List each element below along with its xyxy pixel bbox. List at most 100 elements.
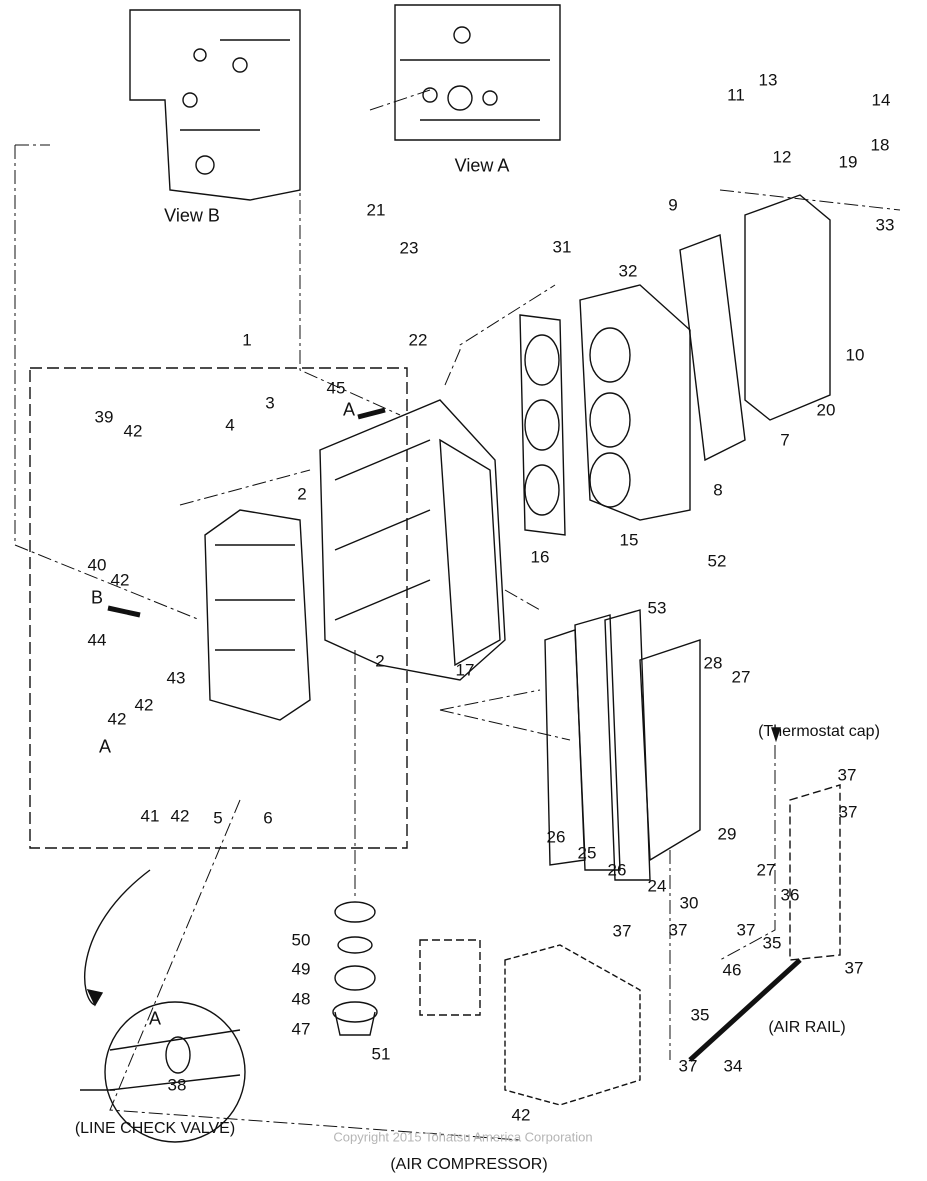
callout: 18 <box>870 135 890 155</box>
callout: 50 <box>291 930 311 950</box>
callout: 41 <box>140 806 160 826</box>
callout: 11 <box>727 85 745 105</box>
callout: 26 <box>607 860 627 880</box>
callout: 4 <box>225 415 235 435</box>
assembly-boundary <box>29 367 408 849</box>
view-b-caption: View B <box>164 205 220 226</box>
callout: 25 <box>577 843 597 863</box>
callout: 40 <box>87 555 107 575</box>
callout: 27 <box>756 860 776 880</box>
callout: 1 <box>242 330 252 350</box>
thermostat-arrow <box>771 727 781 743</box>
callout: 14 <box>871 90 891 110</box>
copyright: Copyright 2015 Tohatsu America Corporati… <box>333 1129 593 1145</box>
callout: 34 <box>723 1056 743 1076</box>
callout: 37 <box>844 958 864 978</box>
callout: 37 <box>678 1056 698 1076</box>
view-b-arrow <box>107 605 141 618</box>
cylinder-head <box>579 284 691 521</box>
callout: 39 <box>94 407 114 427</box>
view-a-caption: View A <box>454 155 510 176</box>
detail-a-circle-label: A <box>148 1008 162 1029</box>
head-cover <box>744 194 831 421</box>
callout: 21 <box>366 200 386 220</box>
head-gasket <box>519 314 566 536</box>
thermostat-cap-caption: (Thermostat cap) <box>758 723 880 740</box>
callout: 20 <box>816 400 836 420</box>
callout: 2 <box>297 484 307 504</box>
air-compressor-caption: (AIR COMPRESSOR) <box>390 1156 548 1173</box>
view-a-inset <box>394 4 561 141</box>
callout: 49 <box>291 959 311 979</box>
callout: 48 <box>291 989 311 1009</box>
callout: 36 <box>780 885 800 905</box>
callout: 10 <box>845 345 865 365</box>
thermostat-parts <box>332 901 481 1036</box>
callout: 42 <box>107 709 127 729</box>
callout: 9 <box>668 195 678 215</box>
callout: 42 <box>134 695 154 715</box>
air-rail <box>789 784 841 961</box>
callout: 42 <box>110 570 130 590</box>
callout: 8 <box>713 480 723 500</box>
callout: 37 <box>837 765 857 785</box>
callout: 6 <box>263 808 273 828</box>
callout: 32 <box>618 261 638 281</box>
callout: 46 <box>722 960 742 980</box>
callout: 43 <box>166 668 186 688</box>
exhaust-plates <box>544 609 701 881</box>
view-a-arrow <box>357 407 386 420</box>
line-check-valve-detail <box>80 869 246 1143</box>
callout: 51 <box>371 1044 391 1064</box>
callout: 3 <box>265 393 275 413</box>
cylinder-block <box>319 399 506 681</box>
callout: 5 <box>213 808 223 828</box>
callout: 26 <box>546 827 566 847</box>
callout: 22 <box>408 330 428 350</box>
cylinder-cover <box>204 509 311 721</box>
callout: 35 <box>762 933 782 953</box>
callout: 52 <box>707 551 727 571</box>
air-compressor <box>504 944 641 1106</box>
callout: 29 <box>717 824 737 844</box>
callout: 33 <box>875 215 895 235</box>
callout: 28 <box>703 653 723 673</box>
callout: 17 <box>455 660 475 680</box>
callout: 13 <box>758 70 778 90</box>
callout: 19 <box>838 152 858 172</box>
callout: 2 <box>375 651 385 671</box>
detail-a-label: A <box>98 736 112 757</box>
view-b-inset <box>129 9 301 201</box>
callout: 30 <box>679 893 699 913</box>
callout: 23 <box>399 238 419 258</box>
line-check-valve-caption: (LINE CHECK VALVE) <box>74 1120 236 1137</box>
arrow-b-label: B <box>90 587 104 608</box>
callout: 16 <box>530 547 550 567</box>
callout: 12 <box>772 147 792 167</box>
callout: 37 <box>612 921 632 941</box>
callout: 37 <box>838 802 858 822</box>
callout: 24 <box>647 876 667 896</box>
cover-gasket <box>679 234 746 462</box>
callout: 37 <box>668 920 688 940</box>
callout: 42 <box>170 806 190 826</box>
callout: 53 <box>647 598 667 618</box>
arrow-a-label: A <box>342 399 356 420</box>
leader-lines <box>14 89 901 1141</box>
callout: 35 <box>690 1005 710 1025</box>
callout: 37 <box>736 920 756 940</box>
callout: 45 <box>326 378 346 398</box>
air-rail-caption: (AIR RAIL) <box>768 1019 846 1036</box>
callout: 15 <box>619 530 639 550</box>
callout: 38 <box>167 1075 187 1095</box>
callout: 42 <box>123 421 143 441</box>
callout: 27 <box>731 667 751 687</box>
callout: 31 <box>552 237 572 257</box>
callout: 7 <box>780 430 790 450</box>
pipe-34 <box>688 958 802 1062</box>
callout: 47 <box>291 1019 311 1039</box>
callout: 44 <box>87 630 107 650</box>
callout: 42 <box>511 1105 531 1125</box>
